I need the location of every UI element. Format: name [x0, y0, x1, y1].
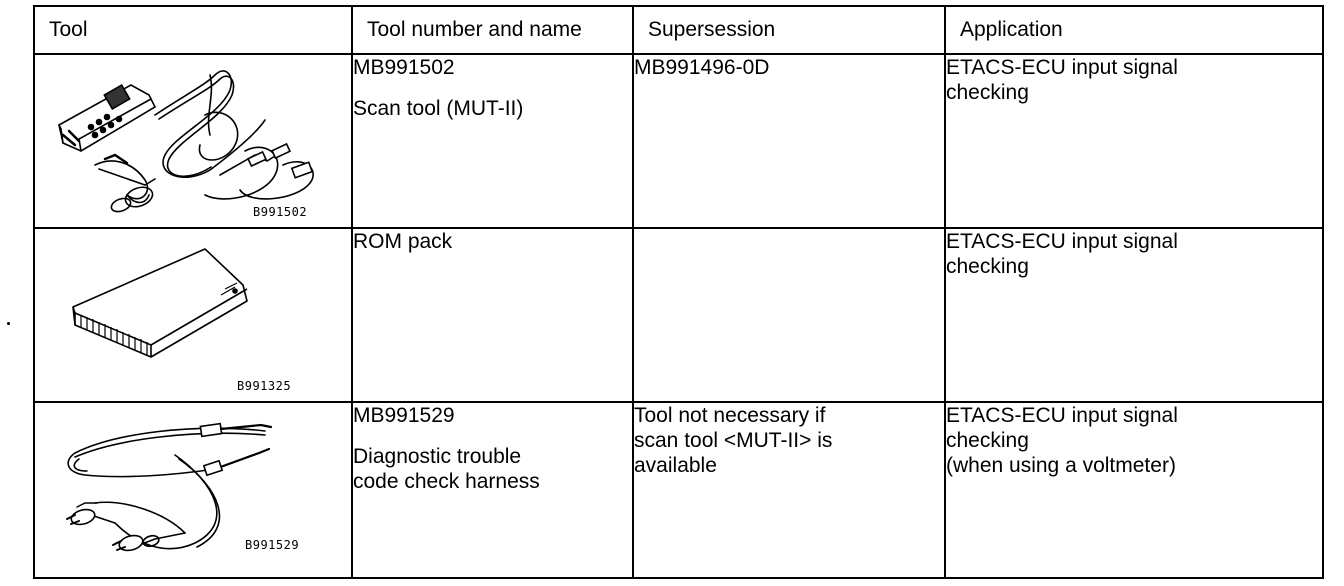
application-line: ETACS-ECU input signal [946, 56, 1178, 79]
tool-image-cell: B991325 [33, 227, 353, 403]
supersession-cell [632, 227, 946, 403]
table-header-row: Tool Tool number and name Supersession A… [33, 5, 1324, 55]
special-tools-table: Tool Tool number and name Supersession A… [33, 5, 1324, 579]
application-line: checking [946, 255, 1029, 278]
header-application: Application [944, 5, 1324, 55]
table-row: B991325 ROM pack ETACS-ECU input signal … [33, 227, 1324, 403]
application-cell: ETACS-ECU input signal checking [944, 53, 1324, 229]
tool-name: Scan tool (MUT-II) [353, 97, 524, 120]
header-tool-number-name: Tool number and name [351, 5, 634, 55]
tool-image-caption: B991529 [245, 538, 300, 552]
tool-number: MB991529 [353, 404, 455, 427]
header-supersession: Supersession [632, 5, 946, 55]
tool-image-caption: B991325 [237, 379, 292, 393]
header-tool: Tool [33, 5, 353, 55]
application-line: checking [946, 429, 1029, 452]
table-row: B991502 MB991502 Scan tool (MUT-II) MB99… [33, 53, 1324, 229]
tool-number-name-cell: MB991502 Scan tool (MUT-II) [351, 53, 634, 229]
supersession-value: scan tool <MUT-II> is [634, 429, 833, 452]
tool-number: ROM pack [353, 230, 453, 253]
stray-mark [7, 322, 10, 325]
supersession-value: MB991496-0D [634, 56, 770, 79]
scan-tool-illustration-icon [58, 70, 314, 213]
tool-name: code check harness [353, 470, 540, 493]
tool-number-name-cell: ROM pack [351, 227, 634, 403]
table-row: B991529 MB991529 Diagnostic trouble code… [33, 401, 1324, 579]
tool-number-name-cell: MB991529 Diagnostic trouble code check h… [351, 401, 634, 579]
rom-pack-illustration-icon [72, 248, 248, 358]
tool-image-caption: B991502 [253, 205, 308, 219]
application-line: checking [946, 81, 1029, 104]
tool-number: MB991502 [353, 56, 455, 79]
supersession-value: available [634, 454, 717, 477]
tool-name: Diagnostic trouble [353, 445, 522, 468]
supersession-value: Tool not necessary if [634, 404, 826, 427]
application-cell: ETACS-ECU input signal checking (when us… [944, 401, 1324, 579]
supersession-cell: MB991496-0D [632, 53, 946, 229]
tool-image-cell: B991502 [33, 53, 353, 229]
tool-image-cell: B991529 [33, 401, 353, 579]
harness-illustration-icon [66, 422, 273, 552]
application-line: (when using a voltmeter) [946, 454, 1176, 477]
supersession-cell: Tool not necessary if scan tool <MUT-II>… [632, 401, 946, 579]
application-cell: ETACS-ECU input signal checking [944, 227, 1324, 403]
application-line: ETACS-ECU input signal [946, 230, 1178, 253]
application-line: ETACS-ECU input signal [946, 404, 1178, 427]
